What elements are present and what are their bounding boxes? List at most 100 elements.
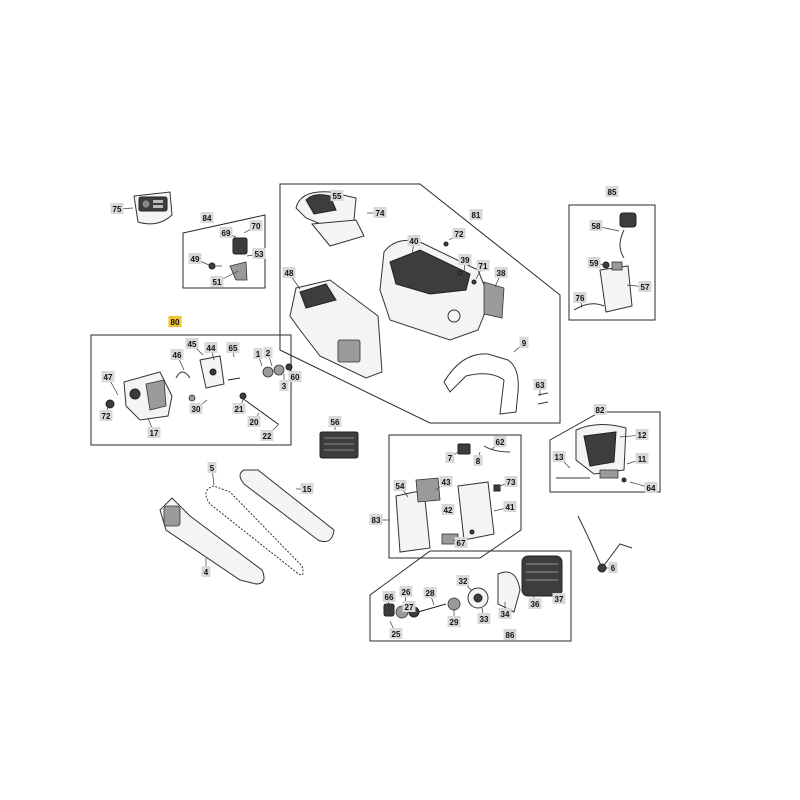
part-callout-67[interactable]: 67 [454,537,468,548]
part-callout-42[interactable]: 42 [441,504,455,515]
part-callout-48[interactable]: 48 [282,267,296,278]
callout-box [279,380,289,391]
part-callout-65[interactable]: 65 [226,342,240,353]
part-callout-37[interactable]: 37 [552,593,566,604]
part-callout-11[interactable]: 11 [635,453,649,464]
part-callout-34[interactable]: 34 [498,608,512,619]
sprocket-cover-parts[interactable] [105,355,293,425]
part-callout-2[interactable]: 2 [263,347,273,358]
wiring-part[interactable] [577,515,633,573]
callout-box [110,203,124,214]
callout-box [644,482,658,493]
callout-box [587,257,601,268]
part-callout-32[interactable]: 32 [456,575,470,586]
part-callout-7[interactable]: 7 [445,452,455,463]
part-callout-57[interactable]: 57 [638,281,652,292]
part-callout-82[interactable]: 82 [593,404,607,415]
part-callout-41[interactable]: 41 [503,501,517,512]
part-callout-62[interactable]: 62 [493,436,507,447]
part-callout-5[interactable]: 5 [207,462,217,473]
part-callout-59[interactable]: 59 [587,257,601,268]
control-panel-part[interactable] [133,191,173,225]
part-callout-12[interactable]: 12 [635,429,649,440]
battery-housing-parts[interactable] [395,443,511,553]
part-callout-73[interactable]: 73 [504,476,518,487]
part-callout-20[interactable]: 20 [247,416,261,427]
callout-number: 72 [102,412,111,421]
callout-number: 51 [213,278,222,287]
part-callout-46[interactable]: 46 [170,349,184,360]
part-callout-58[interactable]: 58 [589,220,603,231]
part-callout-53[interactable]: 53 [252,248,266,259]
part-callout-56[interactable]: 56 [328,416,342,427]
part-callout-49[interactable]: 49 [188,253,202,264]
callout-box [503,629,517,640]
part-callout-38[interactable]: 38 [494,267,508,278]
part-callout-17[interactable]: 17 [147,427,161,438]
part-callout-29[interactable]: 29 [447,616,461,627]
part-callout-85[interactable]: 85 [605,186,619,197]
front-grill-parts[interactable] [556,424,627,483]
part-callout-9[interactable]: 9 [519,337,529,348]
part-callout-83[interactable]: 83 [369,514,383,525]
callout-box [168,316,182,327]
part-callout-22[interactable]: 22 [260,430,274,441]
part-callout-6[interactable]: 6 [608,562,618,573]
part-callout-81[interactable]: 81 [469,209,483,220]
part-callout-76[interactable]: 76 [573,292,587,303]
part-callout-75[interactable]: 75 [110,203,124,214]
part-callout-27[interactable]: 27 [402,601,416,612]
part-callout-4[interactable]: 4 [201,566,211,577]
part-callout-55[interactable]: 55 [330,190,344,201]
part-callout-3[interactable]: 3 [279,380,289,391]
part-callout-28[interactable]: 28 [423,587,437,598]
callout-number: 21 [235,405,244,414]
part-callout-70[interactable]: 70 [249,220,263,231]
housing-parts[interactable] [289,191,549,415]
part-callout-72[interactable]: 72 [99,410,113,421]
part-callout-21[interactable]: 21 [232,403,246,414]
motor-group-parts[interactable] [383,555,563,619]
part-callout-69[interactable]: 69 [219,227,233,238]
trigger-group-parts[interactable] [208,237,248,281]
group-frame-83 [388,434,522,559]
part-callout-54[interactable]: 54 [393,480,407,491]
part-callout-66[interactable]: 66 [382,591,396,602]
part-callout-8[interactable]: 8 [473,455,483,466]
part-callout-51[interactable]: 51 [210,276,224,287]
part-callout-44[interactable]: 44 [204,342,218,353]
part-callout-25[interactable]: 25 [389,628,403,639]
part-callout-71[interactable]: 71 [476,260,490,271]
part-callout-30[interactable]: 30 [189,403,203,414]
part-callout-15[interactable]: 15 [300,483,314,494]
bar-chain-parts[interactable] [159,469,335,585]
callout-number: 8 [476,457,481,466]
callout-number: 15 [303,485,312,494]
part-callout-1[interactable]: 1 [253,348,263,359]
part-callout-64[interactable]: 64 [644,482,658,493]
part-callout-63[interactable]: 63 [533,379,547,390]
part-callout-33[interactable]: 33 [477,613,491,624]
part-callout-74[interactable]: 74 [373,207,387,218]
part-callout-26[interactable]: 26 [399,586,413,597]
filter-part[interactable] [319,431,359,459]
part-callout-60[interactable]: 60 [288,371,302,382]
part-callout-84[interactable]: 84 [200,212,214,223]
part-callout-36[interactable]: 36 [528,598,542,609]
callout-box [263,347,273,358]
part-callout-47[interactable]: 47 [101,371,115,382]
callout-box [330,190,344,201]
callout-box [189,403,203,414]
part-callout-86[interactable]: 86 [503,629,517,640]
callout-box [589,220,603,231]
part-callout-72[interactable]: 72 [452,228,466,239]
oil-tank-parts[interactable] [573,212,637,313]
part-callout-45[interactable]: 45 [185,338,199,349]
part-callout-43[interactable]: 43 [439,476,453,487]
part-callout-80[interactable]: 80 [168,316,182,327]
callout-box [503,501,517,512]
callout-box [456,575,470,586]
part-callout-40[interactable]: 40 [407,235,421,246]
part-callout-39[interactable]: 39 [458,254,472,265]
part-callout-13[interactable]: 13 [552,451,566,462]
